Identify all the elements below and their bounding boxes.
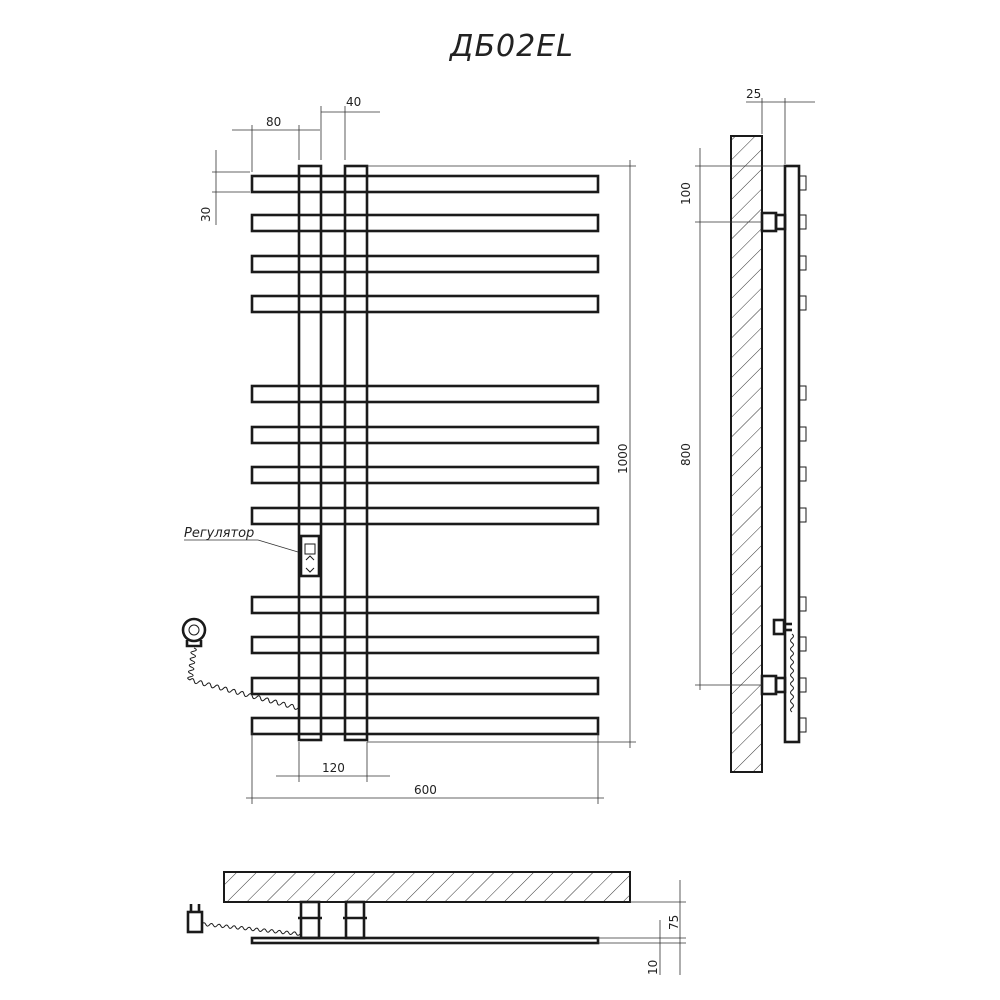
dim-30: 30 bbox=[199, 207, 213, 222]
dim-40: 40 bbox=[346, 95, 361, 109]
drawing-title: ДБ02EL bbox=[448, 29, 574, 64]
top-right-pipe bbox=[344, 900, 366, 940]
dim-100: 100 bbox=[679, 182, 693, 205]
side-bar-stub bbox=[798, 636, 807, 652]
side-view: 25 100 800 bbox=[679, 87, 815, 773]
horizontal-bar bbox=[250, 465, 600, 485]
side-bar-stub bbox=[798, 466, 807, 482]
regulator-label: Регулятор bbox=[184, 526, 254, 541]
side-bar-stub bbox=[798, 677, 807, 693]
horizontal-bar bbox=[250, 174, 600, 194]
horizontal-bar bbox=[250, 384, 600, 404]
horizontal-bar bbox=[250, 676, 600, 696]
right-collector-pipe bbox=[343, 164, 369, 742]
side-plug bbox=[772, 618, 786, 636]
dim-25: 25 bbox=[746, 87, 761, 101]
side-bar-stub bbox=[798, 385, 807, 401]
dim-600: 600 bbox=[414, 783, 437, 797]
top-bar bbox=[250, 936, 600, 945]
side-bar-stub bbox=[798, 295, 807, 311]
left-collector-pipe bbox=[297, 164, 323, 742]
side-bar-stub bbox=[798, 175, 807, 191]
dim-80: 80 bbox=[266, 115, 281, 129]
horizontal-bar bbox=[250, 294, 600, 314]
top-left-pipe bbox=[299, 900, 321, 940]
side-bar-stub bbox=[798, 214, 807, 230]
regulator-box bbox=[299, 534, 321, 578]
side-bar-stub bbox=[798, 507, 807, 523]
side-collector bbox=[783, 164, 801, 744]
horizontal-bar bbox=[250, 425, 600, 445]
power-cable-coil bbox=[187, 647, 299, 710]
wall-section bbox=[730, 135, 763, 773]
bottom-mount bbox=[760, 674, 778, 696]
top-cable-coil bbox=[201, 922, 301, 936]
dim-75: 75 bbox=[667, 915, 681, 930]
horizontal-bars bbox=[250, 174, 600, 736]
wall-top-section bbox=[223, 871, 631, 903]
dim-120: 120 bbox=[322, 761, 345, 775]
side-bar-stub bbox=[798, 426, 807, 442]
dim-800: 800 bbox=[679, 443, 693, 466]
regulator-arrows bbox=[305, 555, 315, 573]
top-view: 75 10 bbox=[186, 871, 686, 975]
horizontal-bar bbox=[250, 213, 600, 233]
power-plug bbox=[181, 617, 207, 648]
top-mount bbox=[760, 211, 778, 233]
horizontal-bar bbox=[250, 635, 600, 655]
horizontal-bar bbox=[250, 506, 600, 526]
side-bar-stub bbox=[798, 717, 807, 733]
dim-1000: 1000 bbox=[616, 443, 630, 474]
top-plug bbox=[186, 910, 204, 934]
side-cable-coil bbox=[790, 633, 794, 713]
horizontal-bar bbox=[250, 595, 600, 615]
front-view: Регулятор 80 40 30 1000 120 bbox=[181, 95, 636, 804]
side-bar-stubs bbox=[798, 175, 807, 733]
side-bar-stub bbox=[798, 596, 807, 612]
horizontal-bar bbox=[250, 254, 600, 274]
side-bar-stub bbox=[798, 255, 807, 271]
dim-10: 10 bbox=[646, 960, 660, 975]
regulator-leader bbox=[257, 539, 299, 553]
horizontal-bar bbox=[250, 716, 600, 736]
regulator-display bbox=[304, 543, 316, 555]
